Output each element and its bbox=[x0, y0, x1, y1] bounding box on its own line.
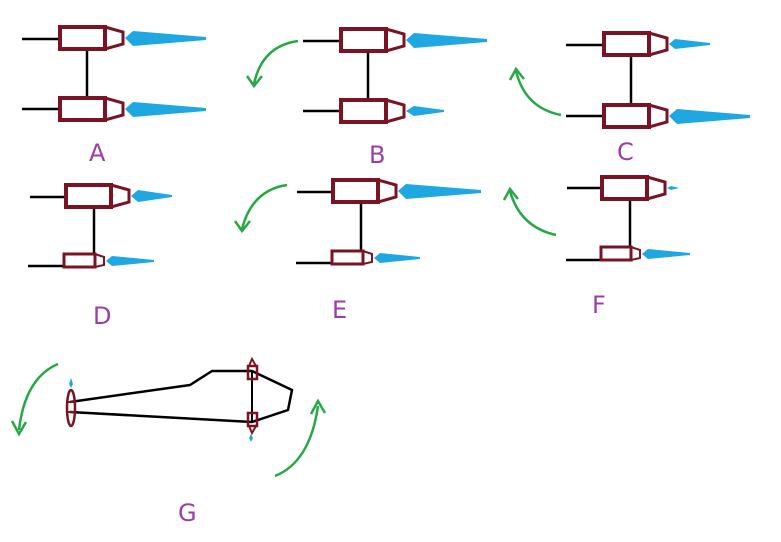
engine-top bbox=[600, 175, 667, 201]
panel-b: B bbox=[245, 27, 487, 169]
panel-label: E bbox=[332, 296, 347, 324]
panel-label: C bbox=[617, 138, 634, 166]
rotation-arrow-right bbox=[274, 398, 327, 478]
engine-rear-bottom bbox=[246, 411, 259, 436]
jet-top bbox=[669, 39, 710, 49]
panel-d: D bbox=[28, 183, 172, 330]
rotation-arrow-left bbox=[10, 362, 59, 437]
panel-label: B bbox=[369, 141, 385, 169]
jet-top bbox=[398, 184, 481, 199]
engine-top bbox=[602, 31, 669, 57]
engine-top bbox=[331, 178, 398, 204]
panel-label: G bbox=[178, 499, 197, 527]
engine-top bbox=[339, 27, 406, 53]
rotation-arrow-counterclockwise bbox=[233, 183, 288, 234]
jet-bottom bbox=[106, 256, 154, 266]
jet-bottom bbox=[125, 102, 206, 117]
engine-nose bbox=[65, 388, 77, 428]
jet-bottom bbox=[642, 249, 690, 259]
jet-bottom bbox=[406, 106, 444, 116]
panel-a: A bbox=[22, 25, 206, 167]
panel-c: C bbox=[508, 31, 750, 166]
engine-bottom bbox=[62, 252, 105, 269]
engine-bottom bbox=[330, 249, 373, 266]
panel-label: A bbox=[89, 139, 106, 167]
rotation-arrow-clockwise bbox=[502, 186, 557, 237]
fuselage-outline bbox=[69, 369, 294, 424]
panel-label: D bbox=[93, 302, 111, 330]
jet-bottom bbox=[669, 109, 750, 124]
engine-bottom bbox=[339, 98, 406, 124]
panel-f: F bbox=[502, 175, 690, 319]
jet-top bbox=[406, 33, 487, 48]
jet-top bbox=[125, 31, 206, 46]
panel-g-aircraft: G bbox=[10, 356, 327, 527]
engine-top bbox=[58, 25, 125, 51]
rotation-arrow-counterclockwise bbox=[245, 39, 299, 89]
rotation-arrow-clockwise bbox=[508, 66, 562, 117]
engine-bottom bbox=[599, 245, 641, 262]
engine-bottom bbox=[58, 96, 125, 122]
jet-rear-bottom bbox=[249, 434, 253, 442]
jet-nose bbox=[69, 378, 73, 388]
panel-e: E bbox=[233, 178, 481, 324]
panel-label: F bbox=[592, 291, 606, 319]
engine-rear-top bbox=[246, 356, 259, 381]
engine-top bbox=[64, 183, 131, 209]
jet-top bbox=[131, 190, 172, 202]
engine-bottom bbox=[602, 103, 669, 129]
jet-top bbox=[667, 186, 679, 190]
jet-bottom bbox=[374, 253, 420, 263]
